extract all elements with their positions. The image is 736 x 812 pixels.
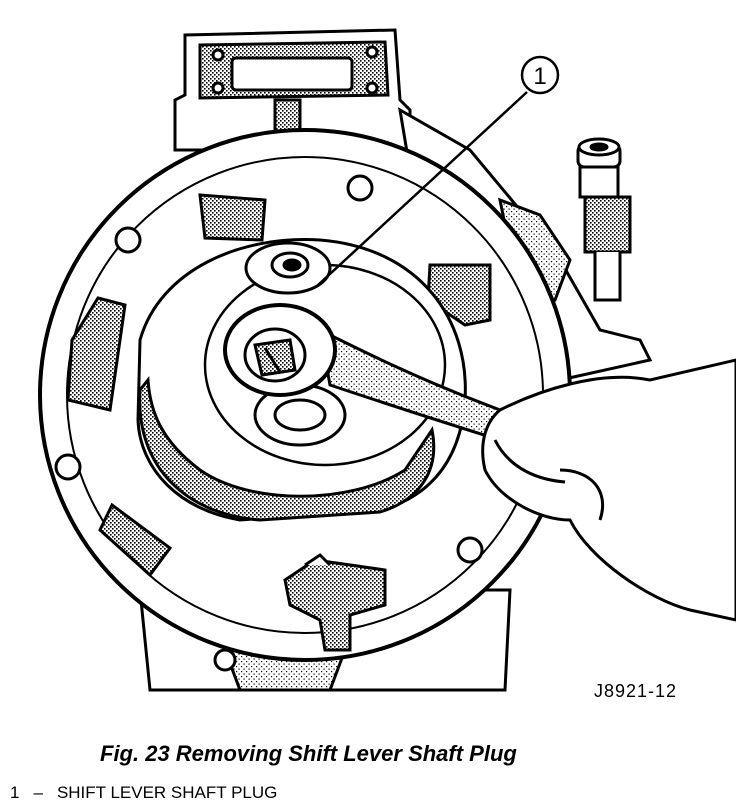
flange-bolt-holes [54, 174, 484, 672]
legend: 1–SHIFT LEVER SHAFT PLUG [10, 783, 277, 803]
shift-lever-shaft-plug-illustration: 1 J8921-12 [38, 28, 736, 701]
figure-id: J8921-12 [594, 681, 677, 701]
callout-1: 1 [317, 55, 560, 286]
legend-item-number: 1 [10, 783, 20, 802]
legend-item-separator: – [33, 783, 43, 802]
legend-item-label: SHIFT LEVER SHAFT PLUG [56, 783, 278, 802]
vent-fitting [576, 137, 632, 302]
callout-leader-line [317, 91, 528, 286]
shift-lever-shaft-plug [244, 241, 332, 295]
figure-caption: Fig. 23 Removing Shift Lever Shaft Plug [100, 741, 517, 766]
box-end-wrench [223, 303, 502, 443]
flange-bottom-tab [283, 553, 387, 652]
mechanic-hand [481, 358, 736, 622]
callout-number: 1 [533, 63, 546, 90]
callout-balloon [520, 55, 560, 95]
flange-slots [66, 193, 492, 578]
